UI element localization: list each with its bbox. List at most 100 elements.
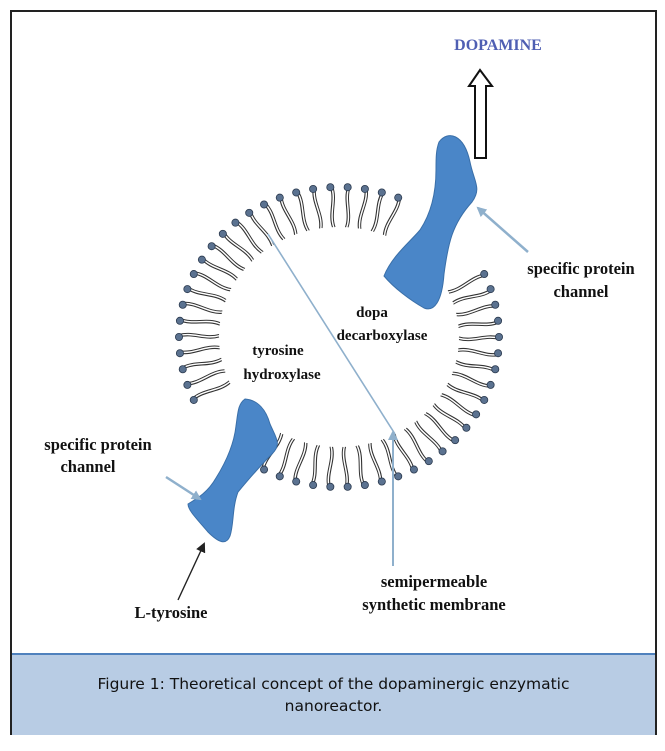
l-tyrosine-label: L-tyrosine [134,603,207,622]
lipid-tail [448,383,484,400]
lipid-head [190,270,197,277]
tyrosine-hydroxylase-label-line2: hydroxylase [243,367,321,383]
lipid-head [494,350,501,357]
lipid-head [425,458,432,465]
dopamine-label: DOPAMINE [454,37,542,54]
protein-channel-upper-right [384,136,477,309]
lipid-tail [188,287,226,300]
lipid-tail [187,289,225,302]
lipid-tail [456,361,495,370]
lipid-tail [280,439,295,476]
lipid-tail [453,289,491,302]
lipid-tail [404,429,426,462]
lipid-head [495,333,502,340]
lipid-tail [193,381,229,398]
lipid-tail [383,198,398,235]
lipid-tail [251,211,273,244]
lipid-tail [282,197,297,234]
lipid-tail [277,438,292,475]
lipid-head [494,317,501,324]
lipid-tail [386,199,401,236]
lipid-tail [459,336,499,338]
lipid-head [184,286,191,293]
lipid-head [260,201,267,208]
dopa-decarboxylase-label-line1: dopa [356,305,388,321]
lipid-tail [296,443,307,482]
lipid-tail [213,244,245,268]
lipid-head [327,184,334,191]
lipid-tail [249,213,271,246]
lipid-head [378,189,385,196]
lipid-tail [212,246,244,270]
lipid-head [395,194,402,201]
lipid-head [176,317,183,324]
membrane-label-line2: synthetic membrane [362,595,505,614]
lipid-tail [426,413,455,441]
tyrosine-hydroxylase-label-line1: tyrosine [252,343,304,359]
lipid-tail [345,187,347,227]
lipid-tail [333,187,335,227]
lipid-head [293,478,300,485]
lipid-head [310,481,317,488]
left-channel-pointer-arrow [166,477,200,499]
lipid-head [246,209,253,216]
lipid-head [179,366,186,373]
lipid-tail [447,385,483,402]
lipid-tail [383,439,398,476]
figure-caption: Figure 1: Theoretical concept of the dop… [54,673,614,718]
lipid-head [361,185,368,192]
lipid-tail [459,338,499,340]
l-tyrosine-pointer-arrow [178,544,204,600]
lipid-head [452,437,459,444]
lipid-tail [453,372,491,385]
lipid-head [198,256,205,263]
membrane-label-line1: semipermeable [381,572,487,591]
lipid-tail [187,372,225,385]
lipid-tail [194,274,230,291]
lipid-head [344,483,351,490]
left-channel-label-line1: specific protein [44,435,151,454]
lipid-head [487,381,494,388]
lipid-tail [195,272,231,289]
lipid-head [219,230,226,237]
lipid-tail [179,333,219,335]
lipid-head [361,481,368,488]
lipid-head [327,483,334,490]
lipid-tail [225,232,254,260]
lipid-head [293,189,300,196]
left-channel-label-line2: channel [60,457,115,476]
lipid-tail [203,258,237,279]
lipid-head [232,219,239,226]
lipid-head [260,466,267,473]
lipid-head [487,286,494,293]
lipid-tail [454,291,492,304]
lipid-tail [406,428,428,461]
dopamine-output-arrow [469,70,492,158]
dopa-decarboxylase-label-line2: decarboxylase [337,328,428,344]
lipid-tail [449,276,485,293]
lipid-head [492,301,499,308]
lipid-head [344,184,351,191]
lipid-tail [371,443,382,482]
right-channel-pointer-arrow [478,208,528,252]
lipid-head [378,478,385,485]
lipid-tail [264,204,283,239]
lipid-tail [179,336,219,338]
lipid-head [276,194,283,201]
lipid-head [190,396,197,403]
lipid-head [276,473,283,480]
lipid-head [175,333,182,340]
lipid-head [463,424,470,431]
lipid-head [439,448,446,455]
lipid-tail [187,370,225,383]
lipid-tail [183,361,222,370]
lipid-tail [330,187,332,227]
lipid-tail [369,444,380,483]
lipid-head [481,270,488,277]
lipid-head [472,411,479,418]
nanoreactor-diagram: DOPAMINE specific protein channel specif… [12,12,655,653]
right-channel-label-line2: channel [553,282,608,301]
lipid-tail [348,187,350,227]
lipid-tail [393,435,412,470]
lipid-tail [448,274,484,291]
